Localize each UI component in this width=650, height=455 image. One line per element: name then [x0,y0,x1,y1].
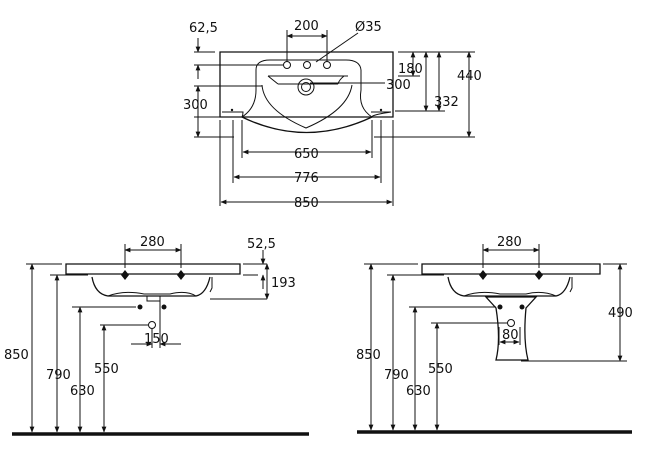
supply-point-right [161,304,167,310]
fixing-bolt-left-r [479,270,487,280]
supply-point-left [137,304,143,310]
dim-depth-332: 332 [434,95,459,110]
right-basin-outline [421,263,601,297]
dim-height-550: 550 [94,362,119,377]
dim-inner-width: 776 [294,171,319,186]
tap-holes [283,61,331,69]
top-dimension-lines [195,32,472,205]
right-extension-lines [364,244,627,362]
dim-total-width: 850 [294,196,319,211]
drain-point [148,321,156,329]
left-basin-outline [65,263,241,302]
dim-drop-193: 193 [271,276,296,291]
fixing-bolt-right [177,270,185,280]
dim-tap-hole: Ø35 [355,20,382,35]
dim-edge-to-tap: 62,5 [189,21,218,36]
dim-depth-440: 440 [457,69,482,84]
top-view-basin-outline [219,51,394,134]
fixing-bolt-left [121,270,129,280]
dim-drain-offset-r: 80 [502,328,519,343]
front-view-right: 280 80 490 850 790 630 550 [356,235,633,434]
dim-height-630: 630 [70,384,95,399]
supply-point-left-r [497,304,503,310]
top-view: 200 Ø35 62,5 300 650 776 850 180 300 332… [183,19,482,211]
dim-height-790-r: 790 [384,368,409,383]
left-dimension-lines [29,247,270,433]
fixing-bolt-right-r [535,270,543,280]
dim-height-630-r: 630 [406,384,431,399]
drain-point-r [507,319,515,327]
dim-left-depth: 300 [183,98,208,113]
dim-depth-180: 180 [398,62,423,77]
dim-height-550-r: 550 [428,362,453,377]
dim-drain-offset: 150 [144,332,169,347]
supply-point-right-r [519,304,525,310]
dim-fixing-spacing-r: 280 [497,235,522,250]
dim-height-850: 850 [4,348,29,363]
top-extension-lines [194,30,475,206]
top-drain [297,78,315,96]
right-dimension-lines [368,247,623,431]
fixing-dot-left [230,108,234,112]
fixing-dot-right [379,108,383,112]
dim-height-850-r: 850 [356,348,381,363]
dim-rim-offset: 52,5 [247,237,276,252]
dim-pedestal-height: 490 [608,306,633,321]
dim-height-790: 790 [46,368,71,383]
front-view-left: 280 52,5 193 150 850 790 630 550 [4,235,309,436]
dim-tap-spacing: 200 [294,19,319,34]
dim-fixing-spacing: 280 [140,235,165,250]
dim-depth-300: 300 [386,78,411,93]
dim-bowl-width: 650 [294,147,319,162]
